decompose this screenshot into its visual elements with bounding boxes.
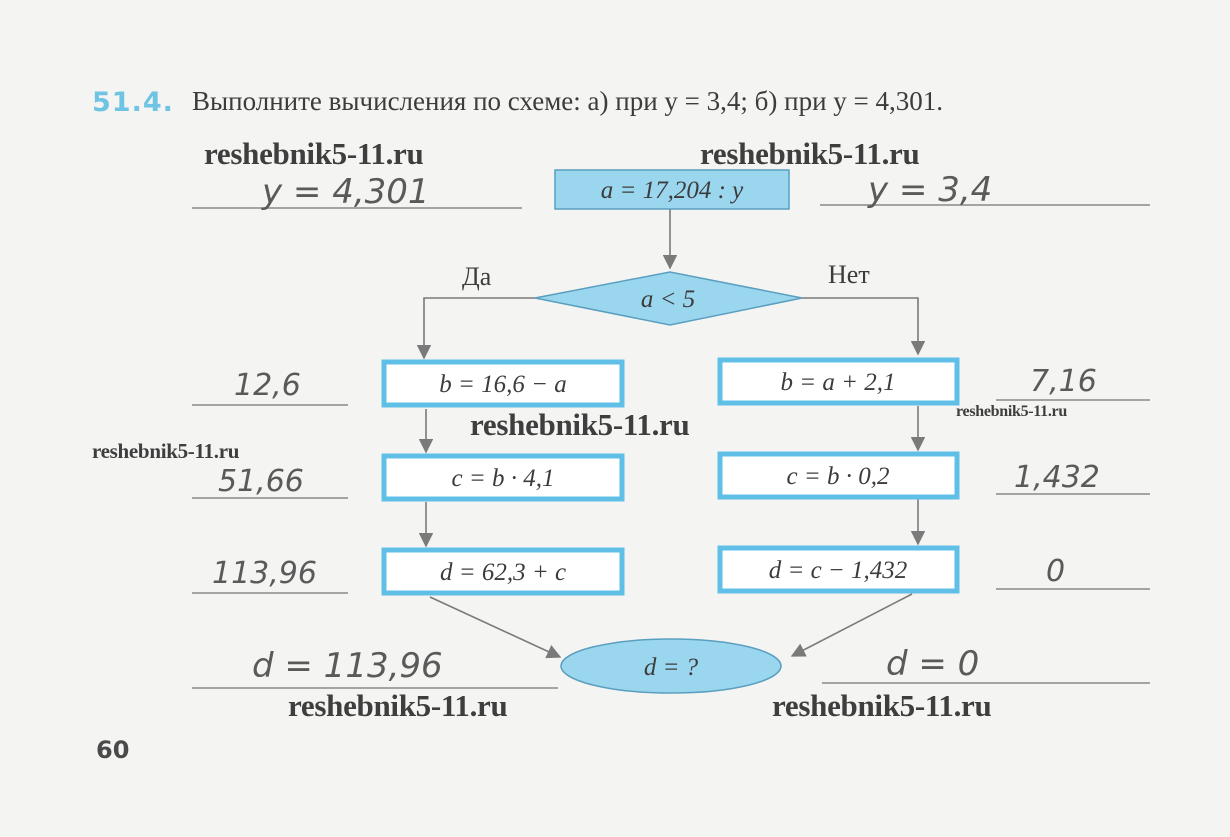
watermark: reshebnik5-11.ru	[700, 136, 920, 171]
end-ellipse: d = ?	[560, 638, 782, 694]
left-b-answer: 12,6	[234, 368, 301, 403]
right-result-answer: d = 0	[886, 644, 980, 684]
yes-branch: b = 16,6 − a c = b · 4,1 d = 62,3 + c	[381, 359, 625, 596]
no-c-formula: c = b · 0,2	[787, 463, 890, 490]
watermark: reshebnik5-11.ru	[92, 439, 240, 463]
flow-connectors	[416, 209, 926, 659]
task-text: Выполните вычисления по схеме: а) при y …	[192, 86, 943, 116]
right-input-answer: y = 3,4	[868, 170, 993, 210]
watermark: reshebnik5-11.ru	[772, 688, 992, 723]
right-c-answer: 1,432	[1014, 460, 1100, 495]
left-input-answer: y = 4,301	[262, 172, 430, 212]
yes-label: Да	[462, 262, 492, 291]
answer-lines	[192, 204, 1150, 689]
start-box-text: a = 17,204 : y	[601, 177, 744, 204]
watermark: reshebnik5-11.ru	[204, 136, 424, 171]
left-c-answer: 51,66	[218, 464, 304, 499]
no-b-formula: b = a + 2,1	[781, 369, 896, 396]
no-branch: b = a + 2,1 c = b · 0,2 d = c − 1,432	[717, 357, 960, 594]
left-d-answer: 113,96	[212, 556, 317, 591]
no-d-formula: d = c − 1,432	[769, 557, 908, 584]
yes-b-formula: b = 16,6 − a	[439, 371, 567, 398]
page-number: 60	[96, 736, 130, 764]
left-result-answer: d = 113,96	[252, 646, 443, 686]
end-text: d = ?	[644, 654, 699, 681]
decision-text: a < 5	[641, 286, 695, 313]
yes-d-formula: d = 62,3 + c	[440, 559, 566, 586]
no-label: Нет	[828, 260, 870, 289]
yes-c-formula: c = b · 4,1	[452, 465, 555, 492]
start-box: a = 17,204 : y	[554, 169, 790, 210]
watermark: reshebnik5-11.ru	[956, 403, 1067, 420]
exercise-number: 51.4.	[92, 87, 174, 118]
right-d-answer: 0	[1046, 554, 1066, 589]
watermark: reshebnik5-11.ru	[288, 688, 508, 723]
decision-diamond: a < 5	[534, 271, 803, 326]
right-b-answer: 7,16	[1030, 364, 1097, 399]
watermark: reshebnik5-11.ru	[470, 407, 690, 442]
